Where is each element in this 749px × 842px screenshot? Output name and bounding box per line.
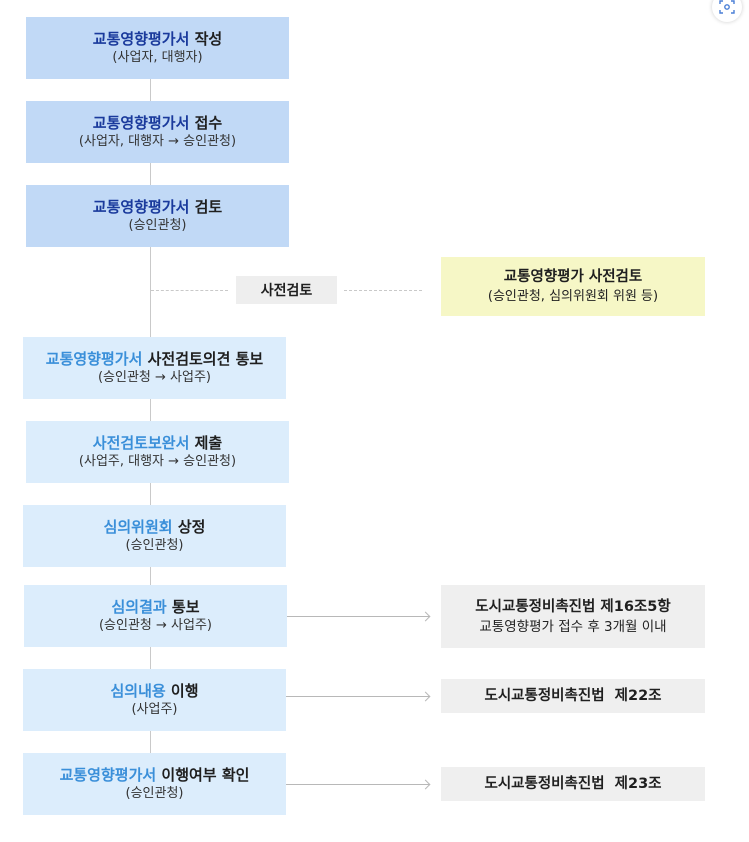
step-3: 교통영향평가서 검토 (승인관청)	[26, 185, 289, 247]
step-2: 교통영향평가서 접수 (사업자, 대행자 → 승인관청)	[26, 101, 289, 163]
arrow-line-2	[286, 696, 429, 697]
arrow-line-3	[286, 784, 429, 785]
step-1-actor: (사업자, 대행자)	[112, 50, 203, 65]
precheck-note: 교통영향평가 사전검토 (승인관청, 심의위원회 위원 등)	[441, 257, 705, 316]
step-9-highlight: 교통영향평가서	[59, 766, 157, 784]
step-7: 심의결과 통보 (승인관청 → 사업주)	[24, 585, 287, 647]
step-1-action: 작성	[189, 30, 223, 48]
step-7-actor: (승인관청 → 사업주)	[98, 618, 213, 633]
step-4-actor: (승인관청 → 사업주)	[97, 370, 212, 385]
step-6-highlight: 심의위원회	[103, 518, 173, 536]
arrow-line-1	[287, 616, 429, 617]
step-8-actor: (사업주)	[131, 702, 178, 717]
step-8: 심의내용 이행 (사업주)	[23, 669, 286, 731]
arrow-head-2	[420, 691, 431, 702]
step-5-actor: (사업주, 대행자 → 승인관청)	[78, 454, 237, 469]
step-7-highlight: 심의결과	[111, 598, 167, 616]
step-1: 교통영향평가서 작성 (사업자, 대행자)	[26, 17, 289, 79]
precheck-dash-right	[344, 290, 422, 291]
step-9-actor: (승인관청)	[125, 786, 184, 801]
step-9: 교통영향평가서 이행여부 확인 (승인관청)	[23, 753, 286, 815]
precheck-note-sub: (승인관청, 심의위원회 위원 등)	[487, 288, 659, 304]
step-6-action: 상정	[172, 518, 206, 536]
step-5-action: 제출	[189, 434, 223, 452]
law-note-3-title: 도시교통정비촉진법 제23조	[484, 776, 662, 792]
step-1-highlight: 교통영향평가서	[92, 30, 190, 48]
law-note-2-title: 도시교통정비촉진법 제22조	[484, 688, 662, 704]
step-5-highlight: 사전검토보완서	[92, 434, 190, 452]
step-9-action: 이행여부 확인	[156, 766, 250, 784]
scan-button[interactable]	[712, 0, 742, 22]
law-note-2: 도시교통정비촉진법 제22조	[441, 679, 705, 713]
step-8-highlight: 심의내용	[110, 682, 166, 700]
step-7-action: 통보	[166, 598, 200, 616]
step-2-action: 접수	[189, 114, 223, 132]
step-4-highlight: 교통영향평가서	[45, 350, 143, 368]
law-note-1-sub: 교통영향평가 접수 후 3개월 이내	[479, 618, 667, 635]
step-4: 교통영향평가서 사전검토의견 통보 (승인관청 → 사업주)	[23, 337, 286, 399]
arrow-head-1	[420, 611, 431, 622]
arrow-head-3	[420, 779, 431, 790]
precheck-note-title: 교통영향평가 사전검토	[503, 268, 643, 285]
flow-connector	[150, 79, 151, 756]
step-6-actor: (승인관청)	[125, 538, 184, 553]
step-3-action: 검토	[189, 198, 223, 216]
step-4-action: 사전검토의견 통보	[142, 350, 264, 368]
step-2-highlight: 교통영향평가서	[92, 114, 190, 132]
precheck-label: 사전검토	[236, 276, 337, 304]
law-note-3: 도시교통정비촉진법 제23조	[441, 767, 705, 801]
scan-icon	[719, 0, 735, 14]
step-6: 심의위원회 상정 (승인관청)	[23, 505, 286, 567]
step-8-action: 이행	[165, 682, 199, 700]
step-3-highlight: 교통영향평가서	[92, 198, 190, 216]
precheck-dash-left	[151, 290, 228, 291]
step-3-actor: (승인관청)	[128, 218, 187, 233]
step-5: 사전검토보완서 제출 (사업주, 대행자 → 승인관청)	[26, 421, 289, 483]
step-2-actor: (사업자, 대행자 → 승인관청)	[78, 134, 237, 149]
law-note-1: 도시교통정비촉진법 제16조5항 교통영향평가 접수 후 3개월 이내	[441, 585, 705, 648]
law-note-1-title: 도시교통정비촉진법 제16조5항	[475, 598, 671, 615]
